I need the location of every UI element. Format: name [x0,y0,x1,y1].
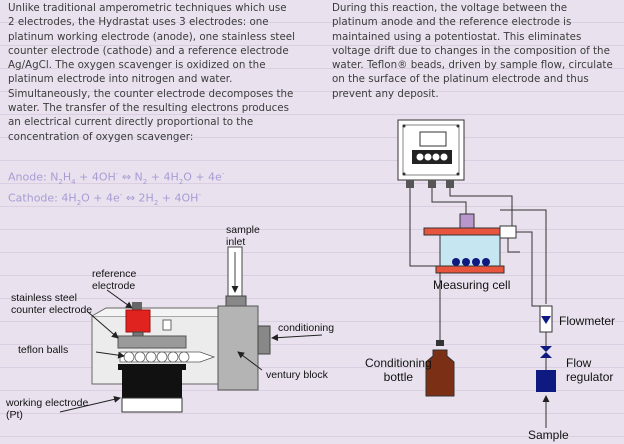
flow-regulator [536,370,556,392]
cell-side-pipe [499,225,517,239]
anode-lhs2-sub: 4 [71,177,76,186]
anode-rhs3-sup: - [221,170,225,178]
anode-equation: Anode: N2H4 + 4OH- ⇔ N2 + 4H2O + 4e- [8,170,224,186]
cell-beads [452,258,490,266]
anode-arrow: ⇔ [121,170,132,184]
cathode-arrow: ⇔ [125,191,136,205]
cathode-lhs: 4H [61,191,77,205]
working-electrode-base [121,397,183,413]
working-electrode-label: working electrode (Pt) [6,397,88,421]
anode-lhs-sub: 2 [58,177,63,186]
cell-top-plate [423,227,503,236]
teflon-label: teflon balls [18,344,69,356]
working-line1: working electrode [6,397,89,409]
sample-label: Sample [528,428,569,442]
cathode-rhs2: + 4OH [158,191,199,205]
reference-line1: reference [92,268,137,280]
reference-probe [459,213,475,229]
sample-inlet-line2: inlet [226,236,246,248]
measuring-cell-label: Measuring cell [433,278,511,292]
teflon-balls [123,351,190,363]
valve-bottom [540,352,552,358]
flow-regulator-label: Flow regulator [566,356,613,384]
cathode-label: Cathode: [8,191,58,205]
conditioning-line1: Conditioning [365,356,432,370]
valve-top [540,346,552,352]
working-line2: (Pt) [6,409,23,421]
controller-display [419,131,447,147]
flowmeter-label: Flowmeter [559,314,616,328]
cell-bottom-plate [435,265,505,274]
sample-inlet-label: sample inlet [226,224,260,248]
anode-rhs2-sub: 2 [178,177,184,186]
conditioning-bottle [425,349,455,397]
anode-label: Anode: [8,170,47,184]
reference-cap [132,302,142,310]
anode-lhs: N [50,170,59,184]
main-cell-top [91,307,229,317]
conditioning-line2: bottle [383,370,414,384]
right-paragraph: During this reaction, the voltage betwee… [332,2,613,100]
inlet-fitting [225,295,247,307]
left-paragraph: Unlike traditional amperometric techniqu… [8,2,296,143]
flow-line1: Flow [566,356,592,370]
reference-line2: electrode [92,280,136,292]
cathode-rhs2-sup: - [198,191,201,199]
controller-panel [412,150,452,164]
small-port [162,319,172,331]
conditioning-label: conditioning [278,322,335,334]
anode-rhs1-sub: 2 [142,177,148,186]
venturi-block [217,305,259,391]
cathode-lhs-sub: 2 [76,198,82,207]
cathode-lhs2-sup: - [119,191,123,199]
reference-electrode-label: reference electrode [92,268,136,292]
counter-electrode [117,335,187,349]
cathode-rhs1-sub: 2 [153,198,159,207]
cathode-equation: Cathode: 4H2O + 4e- ⇔ 2H2 + 4OH- [8,191,201,207]
anode-rhs2: + 4H [147,170,179,184]
working-electrode-body [122,370,182,398]
anode-rhs3: O + 4e [183,170,222,184]
left-cell-diagram [59,246,323,413]
right-system-diagram [397,119,556,428]
working-electrode-plate [118,364,186,370]
conditioning-bottle-label: Conditioning bottle [365,356,432,384]
venturi-label: ventury block [266,369,328,381]
cathode-rhs1: 2H [138,191,154,205]
reference-electrode-body [125,309,151,333]
cathode-lhs2: O + 4e [81,191,120,205]
stainless-line1: stainless steel [11,292,77,304]
anode-plus1: + 4OH [75,170,116,184]
anode-rhs1: N [134,170,143,184]
anode-sup1: - [115,170,119,178]
stainless-label: stainless steel counter electrode [11,292,92,316]
conditioning-fitting [257,325,271,355]
stainless-line2: counter electrode [11,304,93,316]
sample-inlet-line1: sample [226,224,260,236]
anode-lhs2: H [62,170,72,184]
flow-line2: regulator [566,370,614,384]
